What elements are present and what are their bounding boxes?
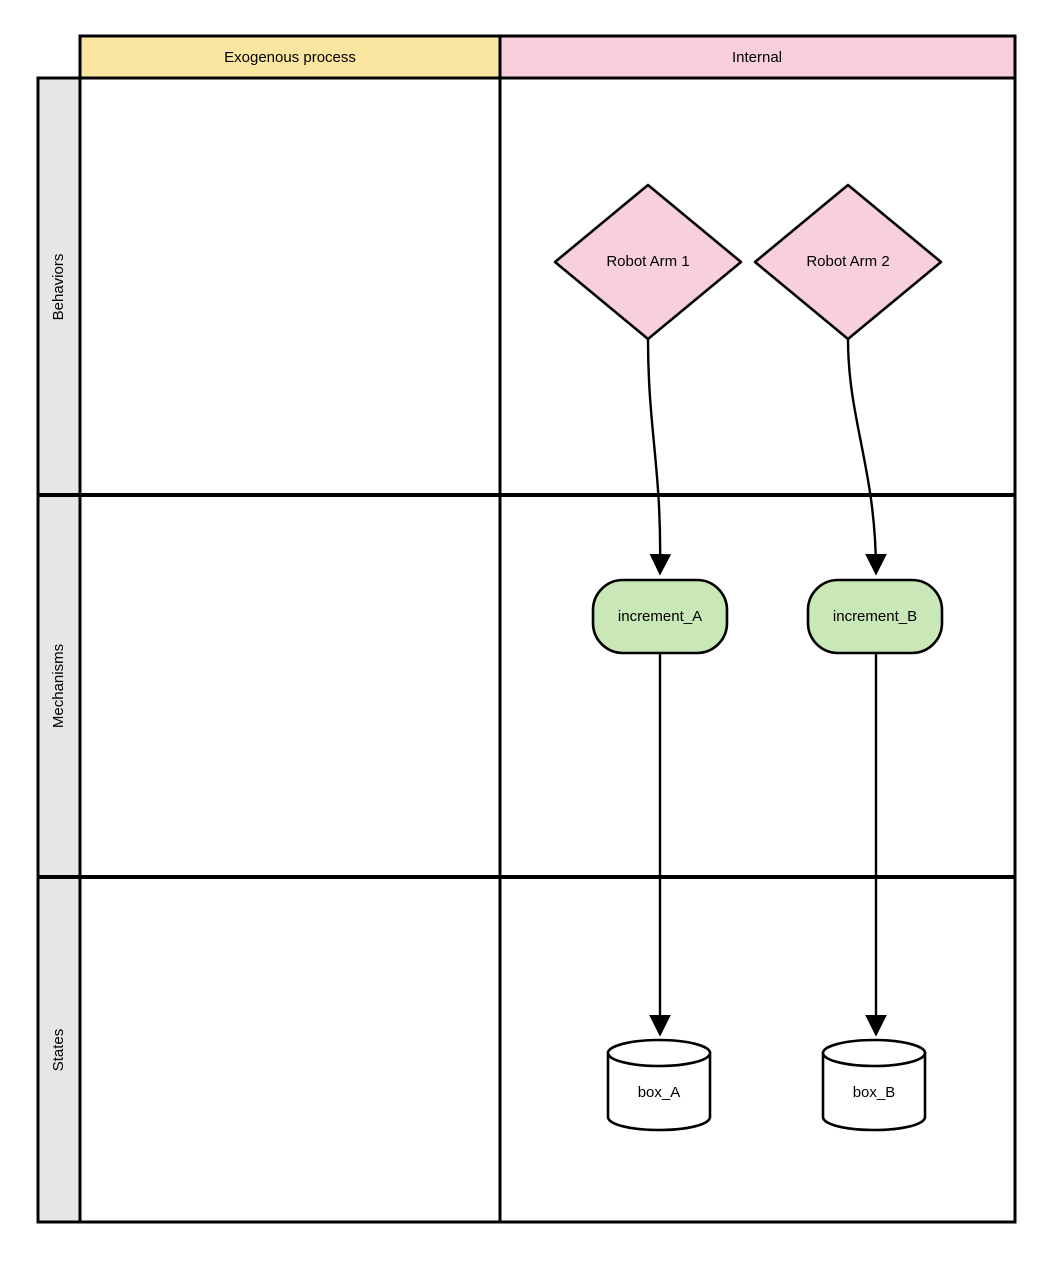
robot-arm-2-diamond[interactable] — [753, 183, 943, 341]
robot-arm-1-label: Robot Arm 1 — [606, 253, 689, 270]
row-header-mechanisms-bg[interactable] — [38, 495, 80, 877]
edge-robot-arm-2-to-increment-b[interactable] — [846, 338, 887, 576]
edge-robot-arm-1-to-increment-a[interactable] — [646, 338, 672, 576]
box-b-cylinder-body[interactable] — [821, 1051, 927, 1132]
node-robot-arm-2[interactable]: Robot Arm 2 — [753, 183, 943, 341]
box-a-cylinder-body[interactable] — [606, 1051, 712, 1132]
node-layer: Robot Arm 1 Robot Arm 2 increment_A incr… — [553, 183, 944, 1132]
node-increment-b[interactable]: increment_B — [806, 578, 944, 655]
edge-layer — [646, 338, 887, 1037]
box-a-label: box_A — [638, 1084, 681, 1101]
node-box-a[interactable]: box_A — [606, 1038, 712, 1132]
column-header-exogenous-bg[interactable] — [80, 36, 500, 78]
node-robot-arm-1[interactable]: Robot Arm 1 — [553, 183, 743, 341]
increment-b-label: increment_B — [833, 608, 917, 625]
column-header-band: Exogenous process Internal — [80, 36, 1015, 78]
row-header-mechanisms-label: Mechanisms — [50, 644, 67, 728]
box-b-label: box_B — [853, 1084, 896, 1101]
robot-arm-2-label: Robot Arm 2 — [806, 253, 889, 270]
row-header-states-label: States — [50, 1029, 67, 1072]
node-increment-a[interactable]: increment_A — [591, 578, 729, 655]
frame-body — [36, 76, 1017, 1224]
row-header-behaviors-label: Behaviors — [50, 254, 67, 321]
box-b-cylinder-top[interactable] — [821, 1038, 927, 1068]
row-header-column: Behaviors Mechanisms States — [38, 78, 80, 1222]
increment-a-label: increment_A — [618, 608, 702, 625]
row-header-states-bg[interactable] — [38, 877, 80, 1222]
increment-b-rounded-rect[interactable] — [806, 578, 944, 655]
node-box-b[interactable]: box_B — [821, 1038, 927, 1132]
column-header-internal-bg[interactable] — [500, 36, 1015, 78]
column-header-exogenous-label: Exogenous process — [224, 49, 356, 66]
increment-a-rounded-rect[interactable] — [591, 578, 729, 655]
grid-frame — [36, 34, 1017, 1224]
box-a-cylinder-top[interactable] — [606, 1038, 712, 1068]
row-header-behaviors-bg[interactable] — [38, 78, 80, 495]
column-header-internal-label: Internal — [732, 49, 782, 66]
robot-arm-1-diamond[interactable] — [553, 183, 743, 341]
